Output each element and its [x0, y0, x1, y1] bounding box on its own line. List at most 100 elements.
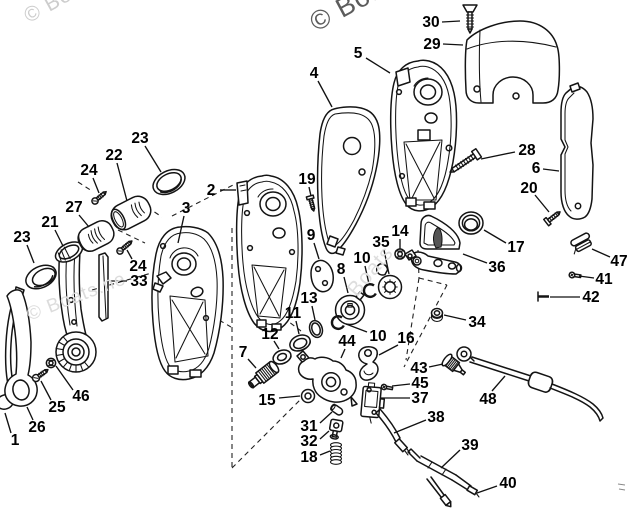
callout-46: 46	[72, 388, 90, 405]
callout-24: 24	[80, 162, 98, 179]
callout-11: 11	[285, 305, 302, 322]
leader-line-41	[578, 275, 595, 279]
part-18-spring-icon	[329, 442, 343, 465]
part-24-screw-upper-icon	[91, 190, 107, 205]
part-35-cam-icon	[375, 262, 403, 300]
part-37-switch-icon	[360, 382, 386, 424]
part-34-nut-icon	[430, 307, 444, 322]
leader-line-4	[317, 80, 333, 108]
callout-41: 41	[595, 271, 613, 288]
callout-1: 1	[11, 432, 20, 449]
callout-16: 16	[397, 330, 415, 347]
leader-line-18	[319, 450, 331, 456]
leader-line-40	[476, 485, 498, 494]
part-22-grip-half-icon	[110, 195, 152, 231]
callout-layer: 1262546232127242223243323451930292862017…	[4, 14, 628, 494]
callout-2: 2	[207, 182, 216, 199]
callout-23: 23	[131, 130, 149, 147]
callout-3: 3	[182, 200, 191, 217]
callout-40: 40	[499, 475, 516, 492]
leader-line-10	[345, 323, 368, 333]
leader-line-28	[480, 151, 516, 160]
leader-line-1	[4, 412, 12, 434]
callout-29: 29	[423, 36, 441, 53]
callout-42: 42	[582, 289, 599, 306]
part-17-grommet-icon	[458, 211, 484, 235]
callout-13: 13	[300, 290, 318, 307]
callout-21: 21	[41, 214, 59, 231]
callout-36: 36	[488, 259, 506, 276]
part-41-screw-icon	[568, 271, 582, 279]
part-45-screw-icon	[380, 383, 394, 391]
callout-47: 47	[610, 253, 627, 270]
part-23-cap-left-icon	[25, 264, 57, 290]
part-33-strip-icon	[98, 252, 109, 322]
leader-line-20	[534, 194, 550, 213]
callout-19: 19	[298, 171, 316, 188]
part-38-cable-icon	[375, 408, 411, 456]
callout-18: 18	[300, 449, 318, 466]
part-31-roller-icon	[330, 403, 344, 416]
callout-25: 25	[48, 399, 66, 416]
part-5-housing-icon	[389, 59, 458, 212]
part-39-cable-icon	[407, 448, 480, 508]
callout-14: 14	[391, 223, 409, 240]
callout-37: 37	[411, 390, 428, 407]
leader-line-9	[313, 242, 320, 260]
part-9-plate-icon	[310, 259, 334, 293]
part-46-nut-icon	[45, 357, 57, 369]
leader-line-36	[462, 253, 488, 264]
part-15-washer-icon	[300, 388, 316, 404]
leader-line-32	[319, 430, 330, 440]
part-3-housing-icon	[151, 225, 224, 381]
callout-38: 38	[427, 409, 445, 426]
callout-27: 27	[65, 199, 82, 216]
callout-35: 35	[372, 234, 390, 251]
part-13-ring-icon	[308, 319, 324, 339]
callout-44: 44	[338, 333, 356, 350]
part-29-cover-icon	[464, 20, 561, 104]
leader-line-11	[295, 320, 300, 335]
part-12-bushing-icon	[272, 349, 292, 365]
part-8-cam-icon	[334, 291, 366, 326]
leader-line-23	[26, 244, 35, 264]
leader-line-46	[55, 365, 74, 391]
callout-10: 10	[353, 250, 370, 267]
part-21-control-lever-icon	[54, 241, 97, 373]
part-19-screw-icon	[305, 194, 316, 212]
leader-line-24	[126, 249, 133, 260]
leader-line-34	[443, 314, 467, 321]
leader-line-16	[378, 344, 399, 356]
leader-line-10	[364, 265, 370, 285]
part-44-cam-bracket-icon	[296, 350, 358, 407]
part-24-screw-lower-icon	[116, 240, 133, 255]
part-36-bracket-icon	[404, 214, 463, 275]
leader-line-39	[440, 449, 461, 469]
callout-7: 7	[239, 344, 248, 361]
leader-line-6	[542, 168, 560, 172]
part-23-cap-top-icon	[152, 168, 186, 196]
part-20-screw-icon	[542, 211, 561, 227]
callout-24: 24	[129, 258, 147, 275]
leader-line-22	[116, 162, 128, 202]
leader-line-13	[311, 305, 316, 321]
callout-30: 30	[422, 14, 439, 31]
leader-line-43	[428, 363, 444, 368]
leader-line-35	[383, 249, 390, 275]
parts-artwork	[0, 4, 626, 508]
part-10-snap-ring-upper-icon	[362, 283, 377, 299]
part-14-nut-icon	[394, 248, 406, 260]
leader-line-48	[491, 375, 506, 392]
callout-20: 20	[520, 180, 537, 197]
part-2-housing-icon	[235, 174, 303, 333]
part-6-side-plate-icon	[560, 82, 594, 220]
part-11-bushing-icon	[289, 334, 312, 352]
callout-23: 23	[13, 229, 31, 246]
callout-31: 31	[300, 418, 318, 435]
leader-line-7	[247, 358, 257, 369]
leader-line-19	[308, 186, 312, 197]
callout-32: 32	[300, 433, 317, 450]
callout-26: 26	[28, 419, 46, 436]
leader-line-15	[278, 395, 301, 399]
